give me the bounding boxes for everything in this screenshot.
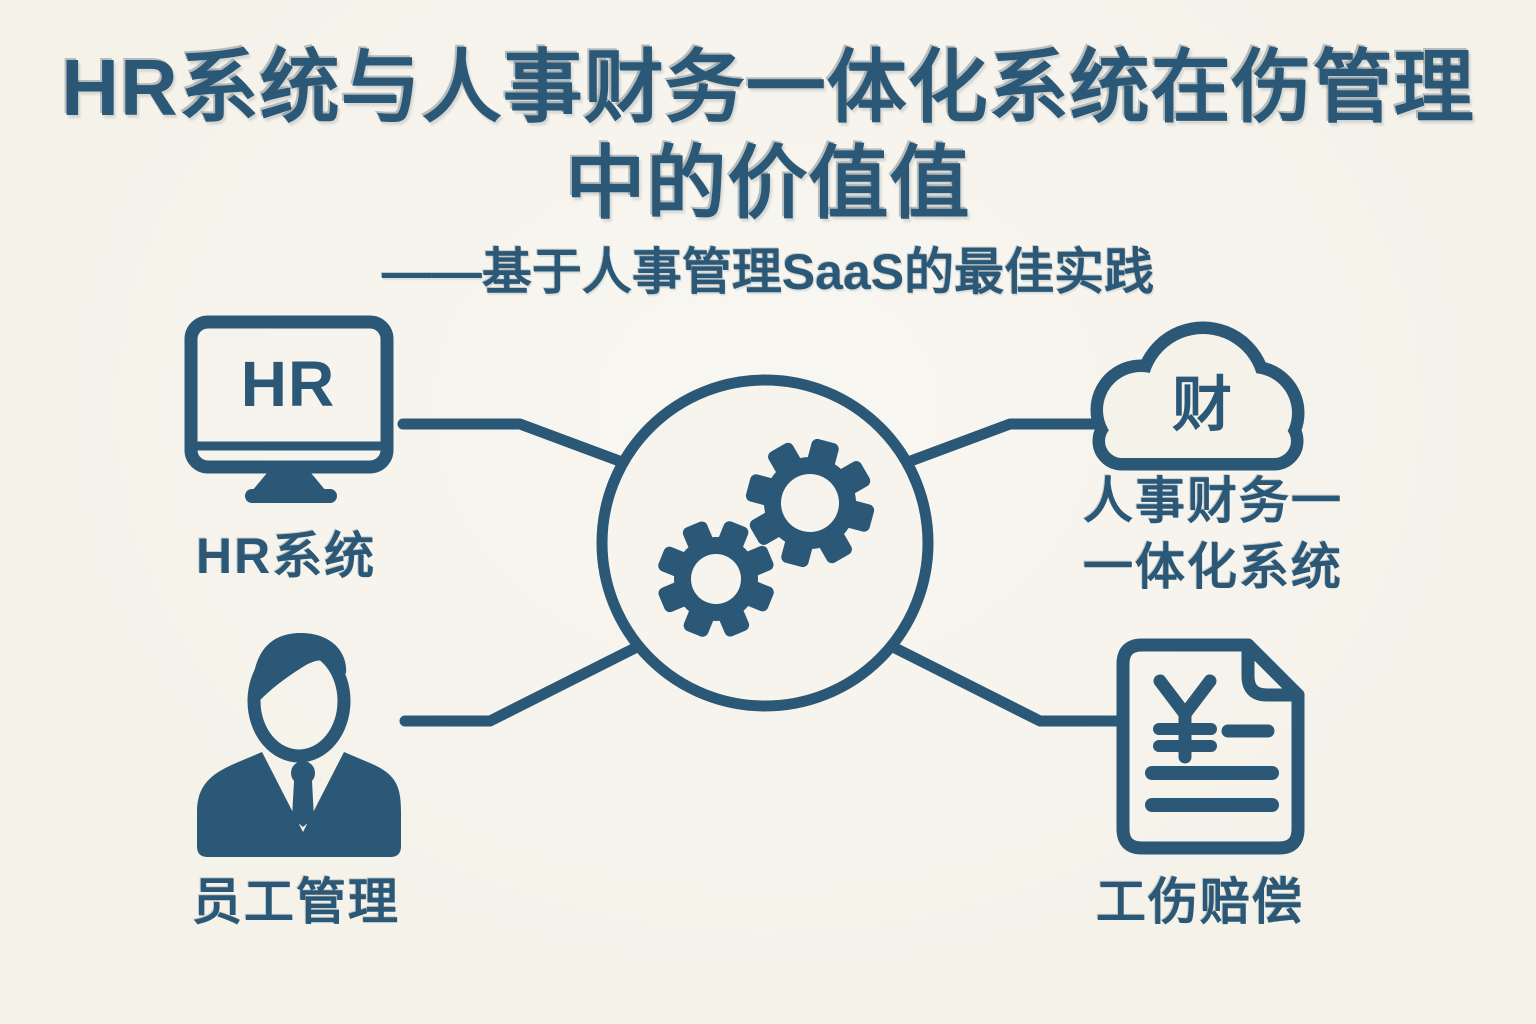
cloud-icon	[1090, 321, 1305, 471]
node-label-employee-management: 员工管理	[192, 874, 400, 930]
gear-small	[658, 521, 774, 637]
document-yen-icon	[1116, 638, 1305, 855]
connector-top-right	[902, 418, 1133, 468]
connector-bottom-left	[399, 641, 643, 727]
yen-icon	[1153, 674, 1217, 764]
page-title-line2: 中的价值值	[565, 139, 971, 228]
node-label-hr-finance-line1: 人事财务一	[1083, 473, 1343, 529]
gears-in-circle-icon	[596, 374, 934, 712]
node-label-injury-compensation: 工伤赔偿	[1096, 874, 1304, 930]
monitor-icon	[184, 315, 394, 503]
cloud-icon-text: 财	[1172, 371, 1232, 439]
node-label-hr-system: HR系统	[196, 528, 377, 584]
node-label-hr-finance-system: 人事财务一 一体化系统	[1003, 468, 1423, 600]
gear-large	[745, 438, 875, 568]
node-label-hr-finance-line2: 一体化系统	[1083, 539, 1343, 595]
connector-top-left	[397, 418, 628, 468]
tie-knot	[291, 761, 315, 785]
page-title-line1: HR系统与人事财务一体化系统在伤管理	[61, 43, 1475, 132]
monitor-icon-text: HR	[240, 348, 336, 420]
connector-bottom-right	[887, 641, 1129, 727]
tie-blade	[292, 781, 314, 827]
person-icon	[197, 633, 401, 857]
page-subtitle: ——基于人事管理SaaS的最佳实践	[381, 244, 1155, 300]
